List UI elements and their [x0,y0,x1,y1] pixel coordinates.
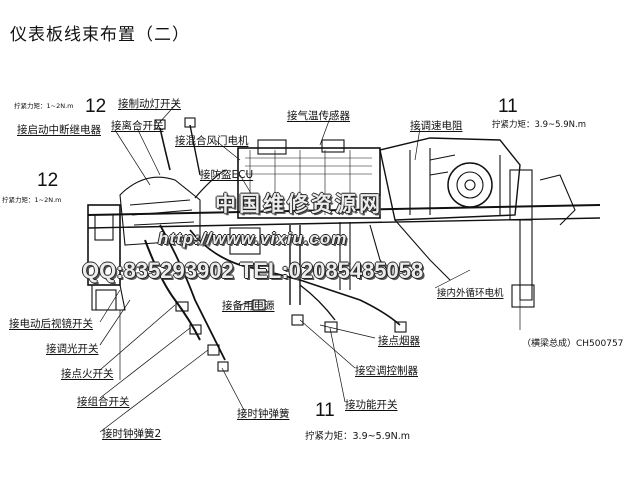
label-anti-theft-ecu: 接防盗ECU [200,169,254,181]
callout-11-bottom: 11 [315,400,335,421]
label-clock-spring-2: 接时钟弹簧2 [102,428,162,440]
label-inner-outer-motor: 接内外循环电机 [437,288,504,299]
label-brake-light-switch: 接制动灯开关 [118,98,181,110]
torque-note-top-left: 拧紧力矩：1~2N.m [14,102,74,110]
label-mix-door-motor: 接混合风门电机 [175,135,249,147]
label-ac-controller: 接空调控制器 [355,365,418,377]
label-clock-spring: 接时钟弹簧 [237,408,290,420]
label-combo-switch: 接组合开关 [77,396,130,408]
callout-11-top: 11 [498,96,518,117]
label-mirror-switch: 接电动后视镜开关 [9,318,93,330]
label-speed-resistor: 接调速电阻 [410,120,463,132]
page-title: 仪表板线束布置（二） [10,25,190,45]
torque-note-top-right: 拧紧力矩：3.9~5.9N.m [492,120,586,130]
torque-note-left: 拧紧力矩：1~2N.m [2,196,62,204]
label-function-switch: 接功能开关 [345,399,398,411]
label-model-ref: （横梁总成）CH500757 [522,339,624,349]
label-air-temp-sensor: 接气温传感器 [287,110,350,122]
torque-note-bottom: 拧紧力矩：3.9~5.9N.m [305,431,411,442]
callout-12-left: 12 [37,170,59,191]
label-spare-power: 接备用电源 [222,300,275,312]
label-clutch-switch: 接离合开关 [111,120,164,132]
label-ignition-switch: 接点火开关 [61,368,114,380]
label-start-relay: 接启动中断继电器 [17,124,101,136]
callout-12-top: 12 [85,96,107,117]
label-cigarette-lighter: 接点烟器 [378,335,420,347]
label-dimmer-switch: 接调光开关 [46,343,99,355]
